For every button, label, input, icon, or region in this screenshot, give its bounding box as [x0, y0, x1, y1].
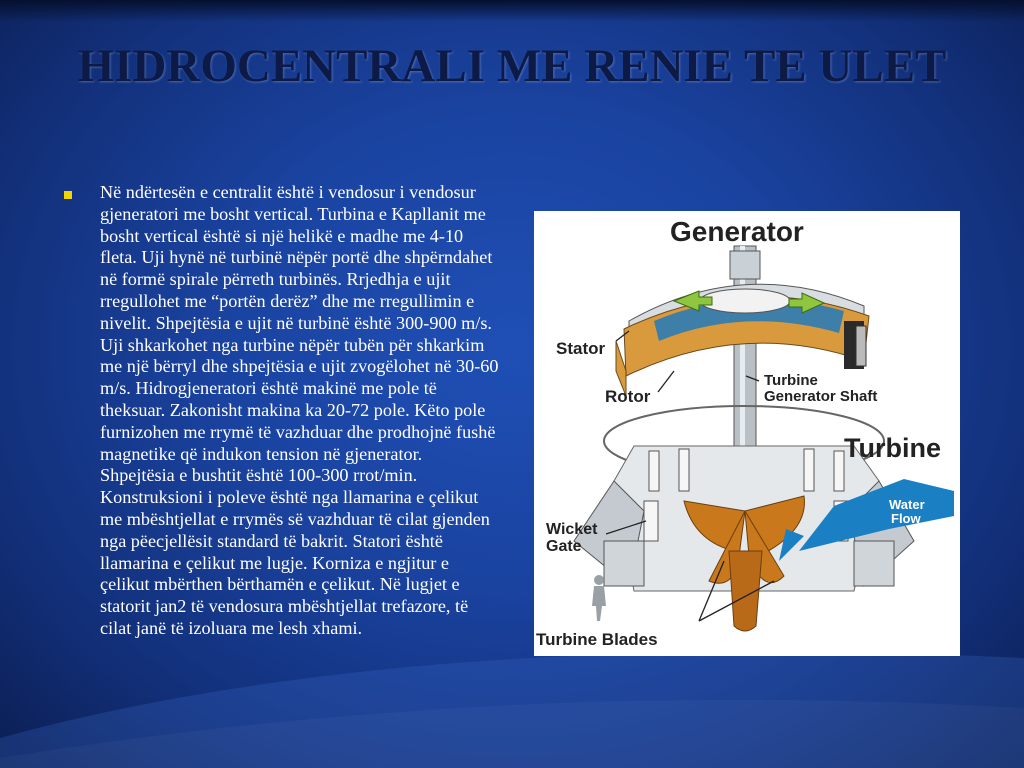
shaft-label-1: Turbine: [764, 372, 818, 389]
rotor-disc: [699, 288, 791, 314]
water-flow-arrow: Water Flow: [779, 479, 954, 561]
shaft-cap: [729, 250, 761, 280]
human-figure-icon: [592, 575, 606, 621]
wicket-gate-label-1: Wicket: [546, 521, 598, 538]
label-leader-lines: [605, 330, 775, 622]
top-shadow-band: [0, 0, 1024, 22]
rotor-arrows: [672, 290, 826, 314]
bullet-text: Në ndërtesën e centralit është i vendosu…: [100, 182, 499, 638]
slide-title: HIDROCENTRALI ME RENIE TE ULET: [77, 40, 947, 92]
generator-label: Generator: [670, 216, 804, 247]
water-flow-label-1: Water: [889, 497, 925, 512]
turbine-generator-diagram: Water Flow Generator Stator Rotor Turbin…: [534, 211, 960, 656]
turbine-blades: [683, 495, 805, 632]
turbine-blades-label: Turbine Blades: [536, 630, 658, 649]
shaft-label-2: Generator Shaft: [764, 388, 877, 405]
bullet-list: Në ndërtesën e centralit është i vendosu…: [60, 182, 500, 640]
wicket-gate-label-2: Gate: [546, 538, 582, 555]
stator-label: Stator: [556, 339, 606, 358]
turbine-label: Turbine: [844, 433, 941, 463]
background-swoosh: [0, 651, 1024, 768]
rotor-label: Rotor: [605, 387, 651, 406]
diagram-svg: Water Flow Generator Stator Rotor Turbin…: [536, 216, 954, 649]
water-flow-label-2: Flow: [891, 511, 921, 526]
bullet-marker: [64, 191, 72, 199]
